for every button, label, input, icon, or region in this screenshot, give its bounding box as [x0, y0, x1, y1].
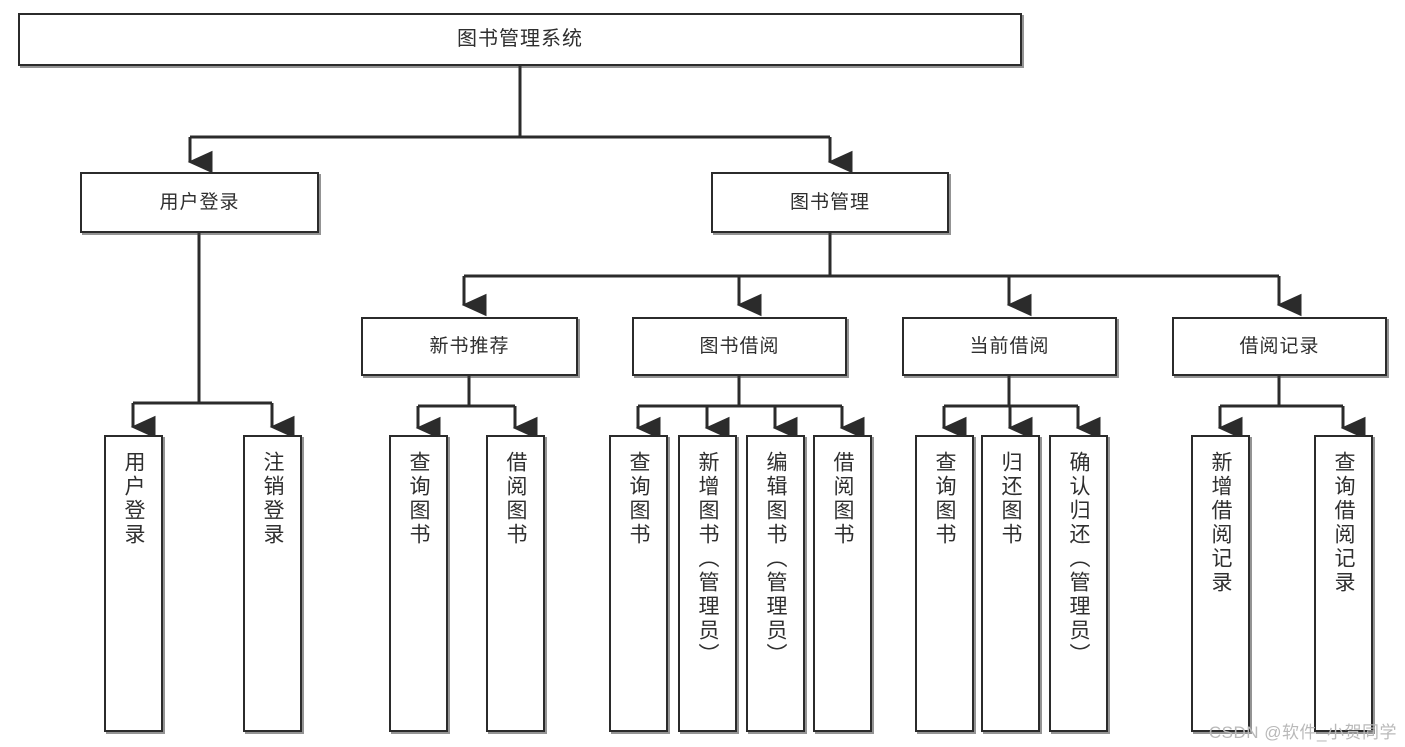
node-book-manage-label: 图书管理: [789, 191, 870, 213]
node-new-book-rec[interactable]: 新书推荐: [361, 317, 578, 376]
node-leaf-user-login-label: 用户登录: [122, 451, 145, 547]
node-leaf-add-book-label: 新增图书（管理员）: [696, 451, 719, 667]
csdn-watermark: CSDN @软件_小贺同学: [1208, 723, 1397, 742]
node-book-borrow-label: 图书借阅: [699, 335, 780, 357]
node-user-login-label: 用户登录: [159, 191, 240, 213]
node-leaf-return-book[interactable]: 归还图书: [981, 435, 1040, 732]
node-leaf-query-record-label: 查询借阅记录: [1332, 451, 1355, 595]
node-leaf-return-book-label: 归还图书: [999, 451, 1022, 547]
node-user-login[interactable]: 用户登录: [80, 172, 319, 233]
node-leaf-add-book[interactable]: 新增图书（管理员）: [678, 435, 737, 732]
node-leaf-confirm-return[interactable]: 确认归还（管理员）: [1049, 435, 1108, 732]
node-root[interactable]: 图书管理系统: [18, 13, 1022, 66]
node-current-borrow-label: 当前借阅: [969, 335, 1050, 357]
node-leaf-user-logout-label: 注销登录: [261, 451, 284, 547]
node-borrow-record[interactable]: 借阅记录: [1172, 317, 1387, 376]
node-leaf-user-login[interactable]: 用户登录: [104, 435, 163, 732]
node-current-borrow[interactable]: 当前借阅: [902, 317, 1117, 376]
node-book-borrow[interactable]: 图书借阅: [632, 317, 847, 376]
node-leaf-borrow-book-1-label: 借阅图书: [504, 451, 527, 547]
node-leaf-edit-book-label: 编辑图书（管理员）: [764, 451, 787, 667]
node-leaf-add-record-label: 新增借阅记录: [1209, 451, 1232, 595]
node-leaf-edit-book[interactable]: 编辑图书（管理员）: [746, 435, 805, 732]
node-leaf-confirm-return-label: 确认归还（管理员）: [1067, 451, 1090, 667]
node-leaf-user-logout[interactable]: 注销登录: [243, 435, 302, 732]
node-leaf-borrow-book-1[interactable]: 借阅图书: [486, 435, 545, 732]
node-leaf-query-book-3[interactable]: 查询图书: [915, 435, 974, 732]
node-leaf-add-record[interactable]: 新增借阅记录: [1191, 435, 1250, 732]
node-new-book-rec-label: 新书推荐: [429, 335, 510, 357]
node-leaf-query-book-2-label: 查询图书: [627, 451, 650, 547]
node-leaf-query-book-1[interactable]: 查询图书: [389, 435, 448, 732]
node-borrow-record-label: 借阅记录: [1239, 335, 1320, 357]
node-leaf-borrow-book-2-label: 借阅图书: [831, 451, 854, 547]
node-root-label: 图书管理系统: [457, 28, 583, 50]
node-leaf-query-book-1-label: 查询图书: [407, 451, 430, 547]
node-leaf-query-record[interactable]: 查询借阅记录: [1314, 435, 1373, 732]
node-leaf-borrow-book-2[interactable]: 借阅图书: [813, 435, 872, 732]
node-leaf-query-book-3-label: 查询图书: [933, 451, 956, 547]
node-book-manage[interactable]: 图书管理: [711, 172, 949, 233]
node-leaf-query-book-2[interactable]: 查询图书: [609, 435, 668, 732]
